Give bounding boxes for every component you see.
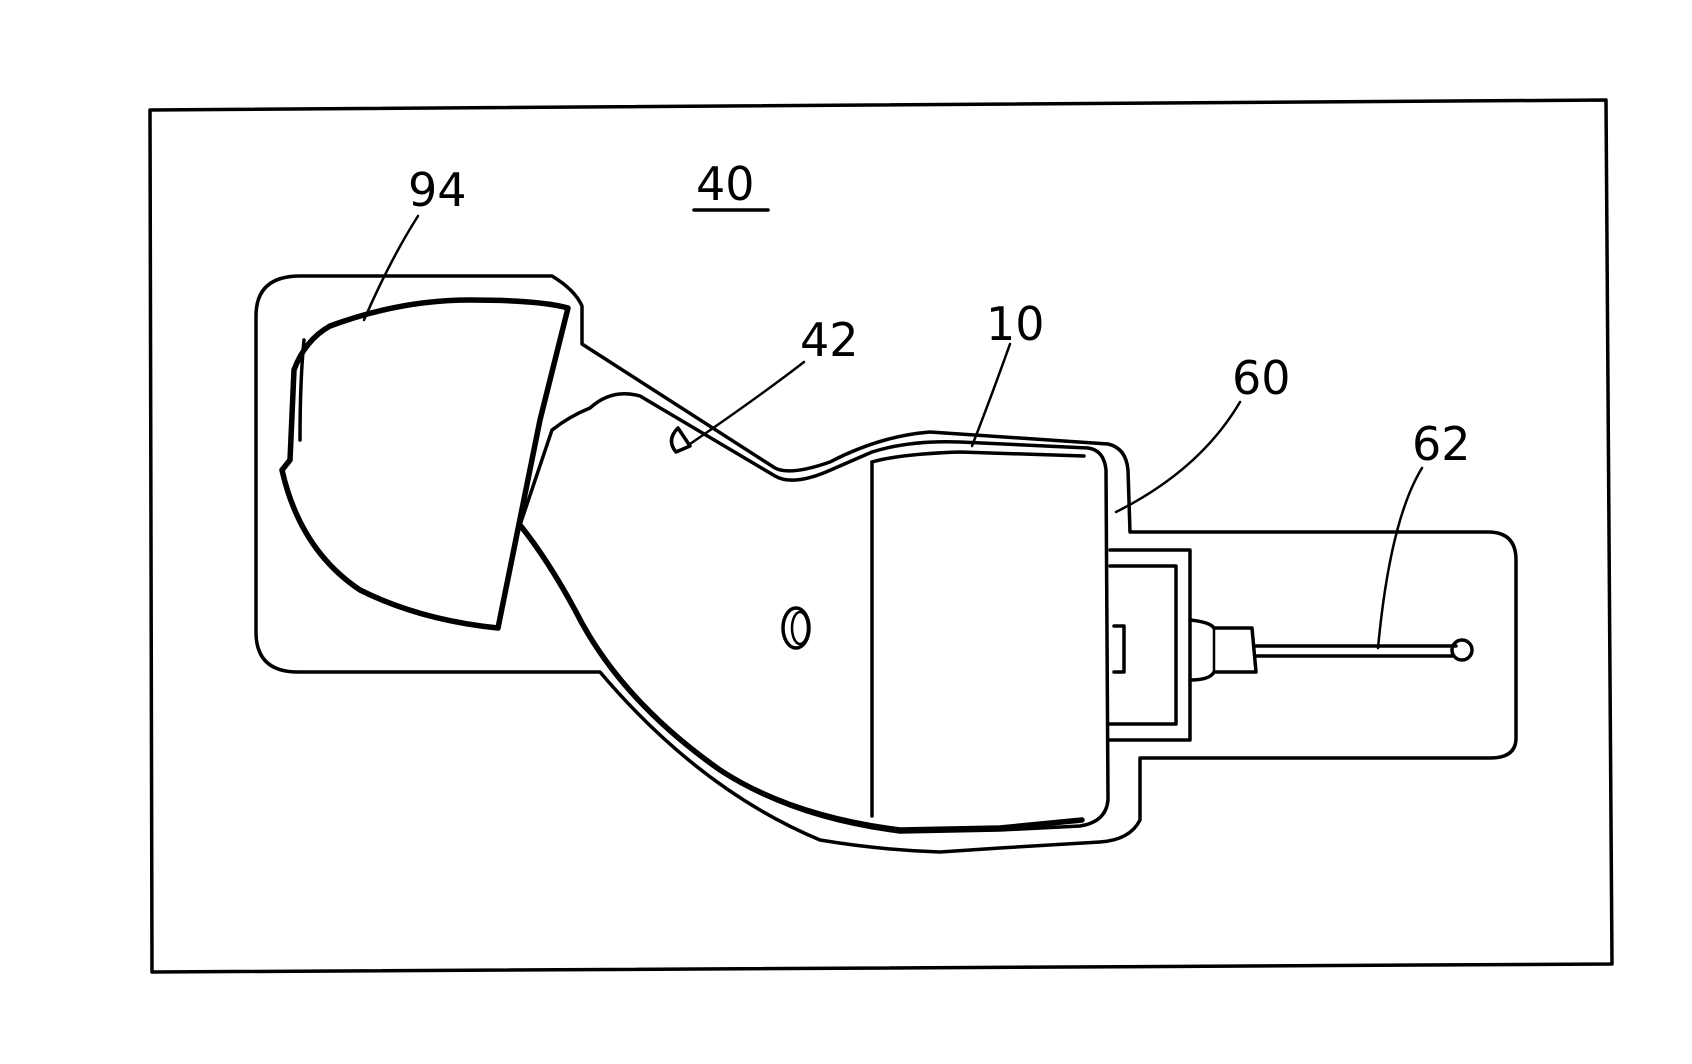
hub-tab [1114, 626, 1124, 672]
body-reference-label: 10 [986, 297, 1045, 351]
body-oval-marker-inner [792, 612, 808, 644]
notch-leader-line [690, 362, 804, 444]
needle-reference-label: 62 [1412, 417, 1471, 471]
hub-block [1110, 550, 1190, 740]
device-body-outline [520, 394, 1108, 832]
cap-reference-label: 94 [408, 163, 467, 217]
needle-tip [1452, 640, 1472, 660]
gap-reference-label: 60 [1232, 351, 1291, 405]
hub-flange [1110, 566, 1176, 724]
tray-reference-label: 40 [696, 157, 755, 211]
needle-hub [1190, 620, 1256, 680]
needle-leader-line [1378, 468, 1422, 648]
cap-outline [282, 300, 568, 628]
outer-frame [150, 100, 1612, 972]
body-top-inner [872, 452, 1084, 462]
notch-reference-label: 42 [800, 313, 859, 367]
gap-leader-line [1116, 402, 1240, 512]
body-leader-line [972, 344, 1010, 446]
tray-cavity-outline [256, 276, 1516, 852]
notch-marker [671, 428, 690, 452]
